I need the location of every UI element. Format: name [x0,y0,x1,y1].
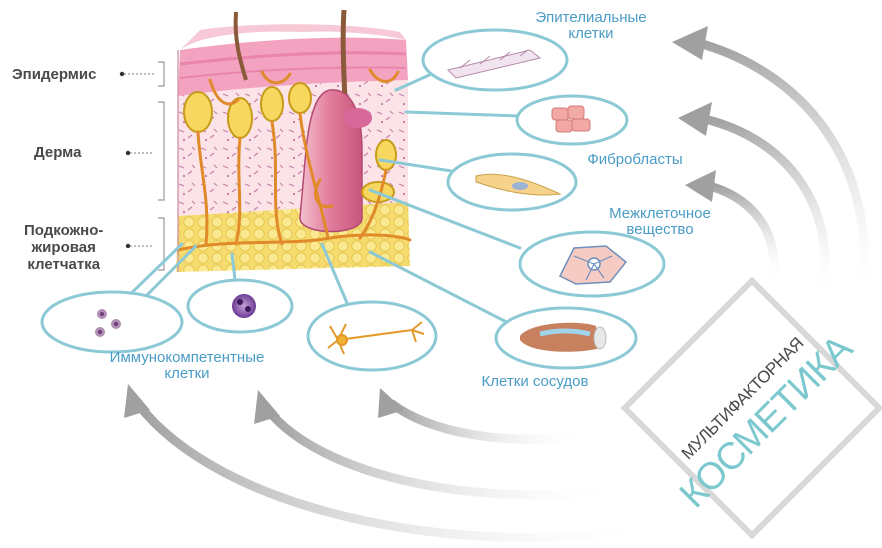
bubble-matrix [518,230,666,298]
label-hypodermis-line1: Подкожно- [24,222,104,239]
brand-badge: МУЛЬТИФАКТОРНАЯ КОСМЕТИКА [620,276,882,540]
layer-brackets [124,61,165,271]
arrowhead-icon [678,102,712,136]
bubble-immune-group [40,290,184,354]
label-matrix: Межклеточное вещество [586,206,734,238]
immune-cells-icon [95,309,121,337]
label-fibroblasts: Фибробласты [587,151,683,168]
arrowhead-icon [672,26,708,60]
bracket-hypodermis [158,217,165,271]
curved-arrow-icon [690,37,870,305]
label-matrix-line1: Межклеточное [609,205,711,222]
curved-arrow-icon [695,113,830,305]
arrowhead-icon [254,390,280,424]
nerve-network [176,68,412,252]
label-epithelial-line1: Эпителиальные [535,9,647,26]
label-epidermis: Эпидермис [12,66,97,83]
fibroblast-cells-icon [551,105,591,133]
arrowhead-icon [378,388,404,418]
curved-arrow-icon [700,180,779,287]
immune-cell-icon [232,294,256,318]
arrowhead-icon [124,384,150,418]
label-dermis: Дерма [34,144,82,161]
label-epithelial-line2: клетки [568,25,614,42]
bullet-icon [119,71,125,77]
matrix-cell-icon [558,245,628,285]
bubble-neuron [306,300,438,372]
label-epithelial: Эпителиальные клетки [516,10,666,42]
neuron-icon [327,321,425,355]
bubble-immune-single [186,278,294,334]
label-hypodermis: Подкожно- жировая клетчатка [24,222,103,273]
label-vessels: Клетки сосудов [481,373,589,390]
bubble-epithelial [421,28,569,92]
glands [183,82,397,203]
hair-icon [233,11,248,81]
bubble-vessels [494,306,638,370]
label-hypodermis-line3: клетчатка [27,256,101,273]
arrowhead-icon [685,170,716,202]
label-immune: Иммунокомпетентные клетки [84,350,290,382]
bracket-epidermis [158,61,165,87]
curved-arrow-icon [387,399,590,444]
label-matrix-line2: вещество [626,221,694,238]
skin-block-illustration [176,9,412,272]
bullet-icon [125,243,131,249]
bubble-fibers [446,152,578,212]
bottom-arrows [124,384,665,543]
bullet-icon [125,150,131,156]
label-immune-line2: клетки [164,365,210,382]
curved-arrow-icon [263,405,623,500]
label-immune-line1: Иммунокомпетентные [109,349,265,366]
epithelial-cells-icon [447,49,542,79]
bubble-fibroblasts [515,94,629,146]
vessel-icon [520,322,607,352]
curved-arrow-icon [133,399,665,543]
right-arrows [672,26,870,305]
label-hypodermis-line2: жировая [31,239,96,256]
bracket-dermis [158,101,165,201]
fiber-cell-icon [475,173,562,196]
